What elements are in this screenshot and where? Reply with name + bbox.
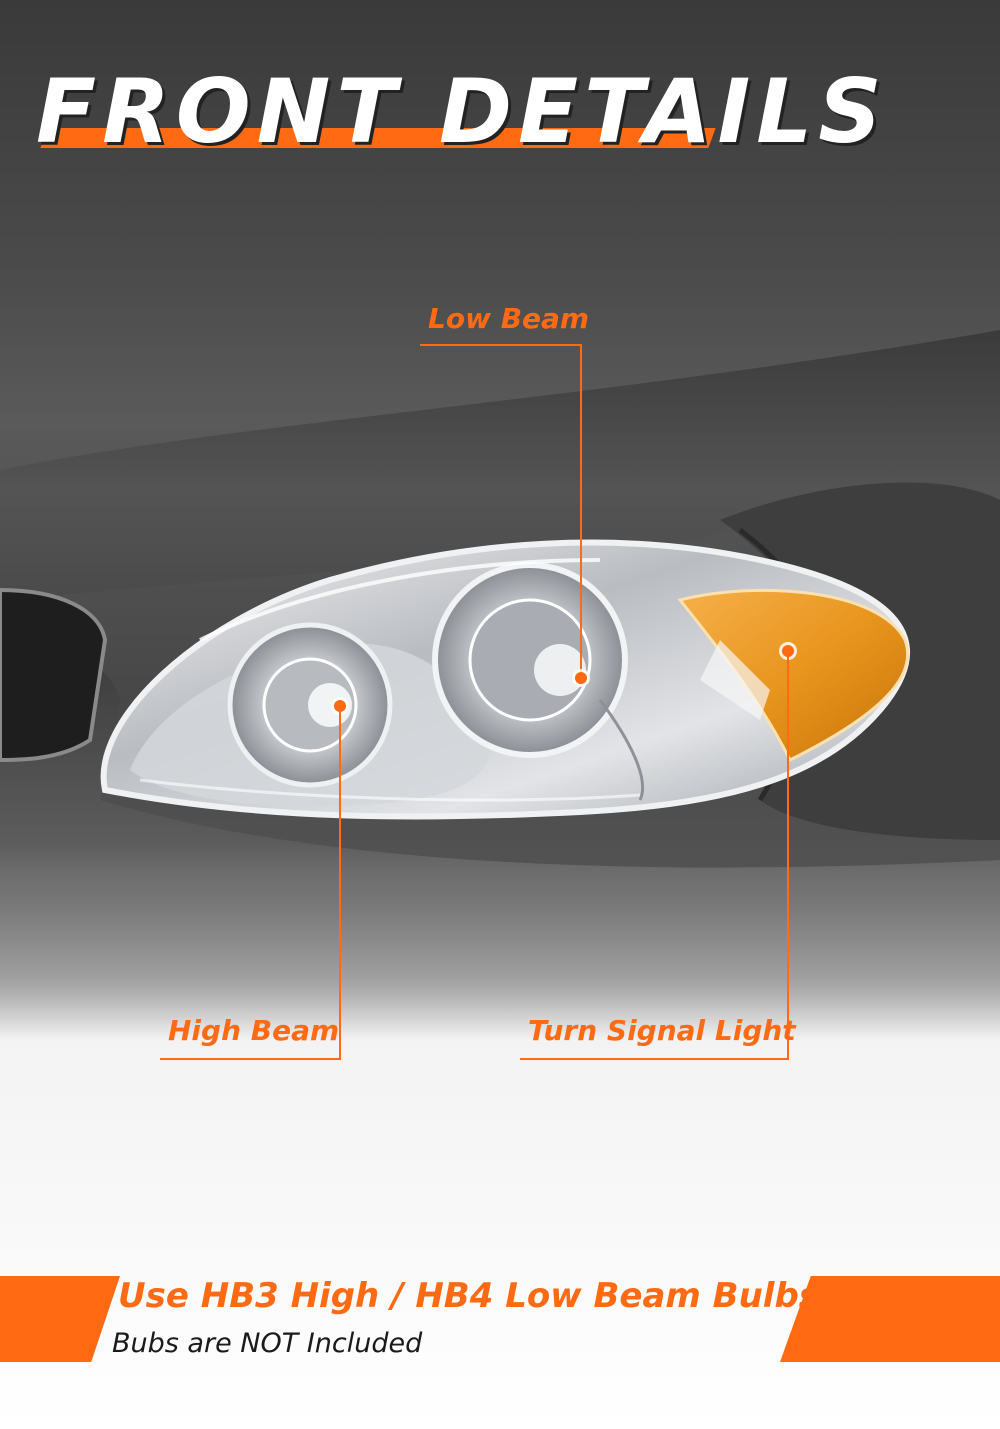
page-title: FRONT DETAILS	[36, 60, 888, 163]
turn-signal-marker	[782, 645, 794, 657]
callout-high-beam-underline	[160, 1058, 341, 1060]
callout-turn-signal: Turn Signal Light	[528, 1014, 796, 1047]
bulb-info-heading: Use HB3 High / HB4 Low Beam Bulbs	[118, 1276, 820, 1316]
callout-low-beam-underline	[420, 344, 582, 346]
callout-turn-signal-leader	[787, 657, 789, 1060]
callout-high-beam: High Beam	[168, 1014, 340, 1047]
bulb-info-note: Bubs are NOT Included	[112, 1328, 423, 1359]
high-beam-marker	[334, 700, 346, 712]
callout-low-beam-leader	[580, 344, 582, 674]
banner-accent-right	[780, 1276, 1000, 1362]
callout-high-beam-leader	[339, 712, 341, 1060]
callout-low-beam: Low Beam	[428, 302, 590, 335]
callout-turn-signal-underline	[520, 1058, 789, 1060]
low-beam-marker	[575, 672, 587, 684]
